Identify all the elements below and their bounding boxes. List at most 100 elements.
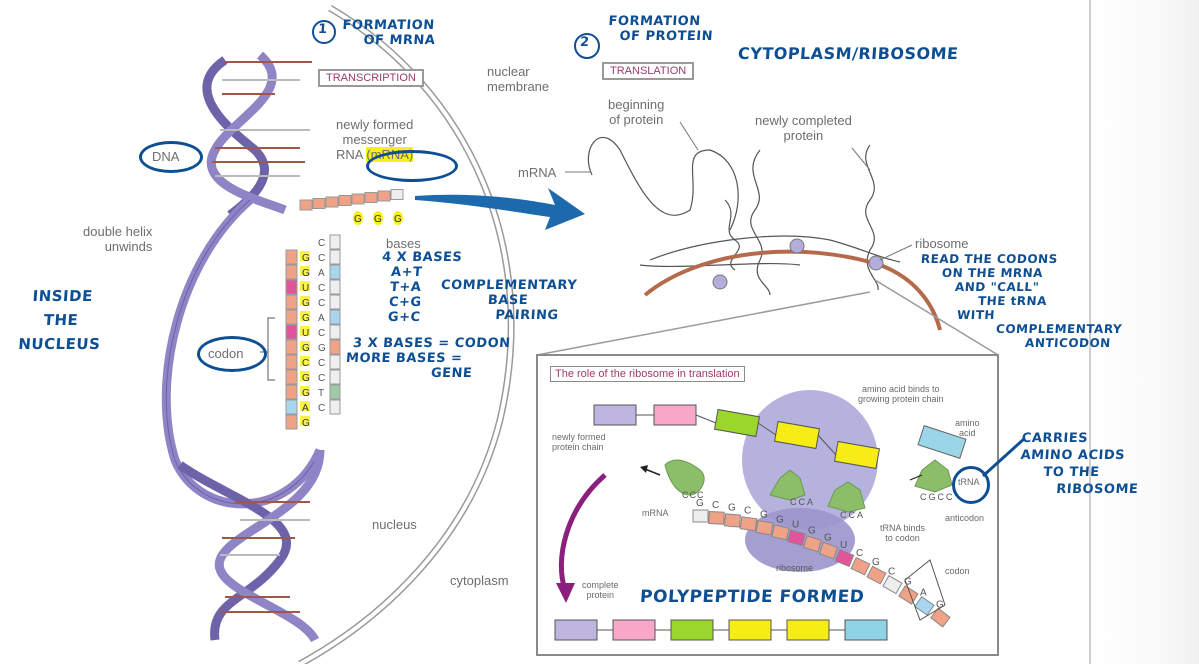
mrna-base-letter: G (760, 510, 768, 521)
template-segment (329, 279, 341, 295)
mrna-segment (285, 294, 298, 310)
mrna-base-letter: G (302, 253, 310, 264)
step2-circle (574, 33, 600, 59)
codon-inset-label: codon (945, 566, 970, 576)
amino-acid-binds-label: amino acid binds to growing protein chai… (858, 384, 944, 404)
mrna-codon-segment (866, 565, 887, 585)
mrna-base-letter: G (302, 313, 310, 324)
free-trna-anticodon: CCC (682, 490, 705, 500)
template-base-letter: C (318, 283, 325, 294)
template-segment (329, 399, 341, 415)
label-line: double helix (83, 224, 153, 239)
double-helix-label: double helix unwinds (83, 224, 152, 254)
label-line: to codon (885, 533, 920, 543)
note-line: READ THE CODONS (920, 252, 1059, 266)
amino-acid-block (844, 619, 888, 641)
ribosome-annotation: READ THE CODONS ON THE MRNA AND "CALL" T… (915, 252, 1128, 350)
mrna-base-letter: C (302, 358, 309, 369)
base-highlight (300, 416, 310, 426)
mrna-segment (285, 309, 298, 325)
amino-acid-block (786, 619, 830, 641)
amino-acid-block (612, 619, 656, 641)
peptide-bond (695, 414, 717, 424)
label-line: of protein (609, 112, 664, 127)
mrna-codon-segment (834, 548, 855, 568)
label-line: protein chain (552, 442, 604, 452)
note-line: TO THE (1042, 465, 1101, 480)
translation-label: TRANSLATION (602, 62, 695, 80)
label-line: protein (783, 128, 824, 143)
base-highlight (373, 211, 383, 225)
polypeptide-annotation: POLYPEPTIDE FORMED (639, 587, 866, 607)
inset-title: The role of the ribosome in translation (550, 366, 745, 382)
step1-circle (312, 20, 336, 44)
mrna-base-letter: C (744, 506, 751, 517)
nuclear-membrane-label: nuclear membrane (487, 64, 549, 94)
label-line: unwinds (104, 239, 153, 254)
template-base-letter: C (318, 238, 325, 249)
note-line: INSIDE (31, 287, 94, 305)
trna-annotation: CARRIES AMINO ACIDS TO THE RIBOSOME (1018, 430, 1143, 498)
mrna-ribosome-track (643, 249, 942, 331)
mrna-top-segment (338, 195, 352, 206)
amino-acid-label: amino acid (955, 418, 980, 438)
mrna-base-letter: G (302, 373, 310, 384)
mrna-segment (285, 249, 298, 265)
mrna-codon-segment (755, 519, 774, 536)
mrna-codon-segment (882, 575, 903, 595)
template-segment (329, 324, 341, 340)
mrna-base-letter: G (776, 514, 784, 525)
inset-mrna-label: mRNA (642, 508, 669, 518)
mrna-codon-segment (898, 585, 919, 605)
mrna-base-letter: U (792, 520, 799, 531)
mrna-base-letter: G (808, 526, 816, 537)
base-highlight (300, 371, 310, 381)
template-segment (329, 249, 341, 265)
mrna-codon-segment (723, 513, 742, 528)
mrna-segment (285, 369, 298, 385)
label-line: amino acid binds to (862, 384, 940, 394)
complete-protein-label: complete protein (582, 580, 619, 600)
cytoplasm-label: cytoplasm (450, 573, 509, 588)
mrna-segment (285, 324, 298, 340)
base-highlight (393, 211, 403, 225)
ribosome-label: ribosome (915, 236, 969, 251)
beginning-of-protein-label: beginning of protein (608, 97, 664, 127)
note-line: FORMATION (342, 18, 436, 33)
template-segment (329, 294, 341, 310)
label-line: messenger (342, 132, 407, 147)
label-line: beginning (608, 97, 665, 112)
template-base-letter: C (318, 298, 325, 309)
anticodon-label: anticodon (945, 513, 985, 523)
amino-acid-block (670, 619, 714, 641)
step1-annotation: FORMATION OF MRNA (341, 18, 437, 48)
template-segment (329, 264, 341, 280)
mrna-base-letter: G (302, 388, 310, 399)
amino-acid-block (593, 404, 637, 426)
newly-formed-chain-label: newly formed protein chain (552, 432, 606, 452)
mrna-base-letter: U (302, 328, 309, 339)
mrna-base-letter: G (728, 502, 736, 513)
inside-nucleus-annotation: INSIDE THE NUCLEUS (17, 284, 104, 356)
base-highlight (353, 211, 363, 225)
base-highlight (300, 266, 310, 276)
growing-protein-chain (593, 404, 880, 470)
base-highlight (300, 356, 310, 366)
mrna-segment (285, 264, 298, 280)
note-line: COMPLEMENTARY (995, 322, 1123, 336)
completion-arrow (558, 473, 607, 591)
mrna-segment (285, 384, 298, 400)
note-line: CARRIES (1021, 431, 1089, 446)
peptide-bond (757, 422, 777, 436)
mrna-top-segment (351, 193, 365, 205)
template-base-letter: C (318, 358, 325, 369)
mrna-segment (285, 354, 298, 370)
page-edge-line (1089, 0, 1091, 664)
page-margin (1090, 0, 1199, 664)
mrna-codon-segment (739, 516, 758, 532)
mrna-circle-annotation (366, 150, 458, 182)
base-highlight (300, 341, 310, 351)
note-line: RIBOSOME (1055, 482, 1139, 497)
